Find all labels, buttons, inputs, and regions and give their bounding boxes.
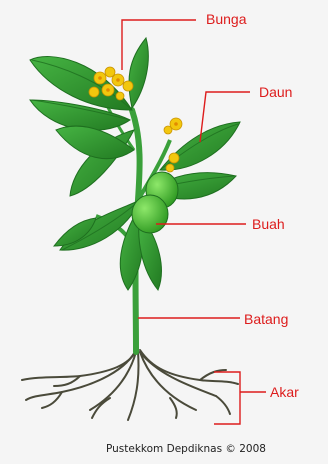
label-buah: Buah [252, 216, 285, 232]
leaves [30, 38, 240, 290]
credit-text: Pustekkom Depdiknas © 2008 [106, 443, 266, 455]
label-bunga: Bunga [206, 11, 246, 27]
label-daun: Daun [259, 84, 292, 100]
roots [22, 350, 238, 420]
label-akar: Akar [270, 384, 299, 400]
label-batang: Batang [244, 311, 288, 327]
